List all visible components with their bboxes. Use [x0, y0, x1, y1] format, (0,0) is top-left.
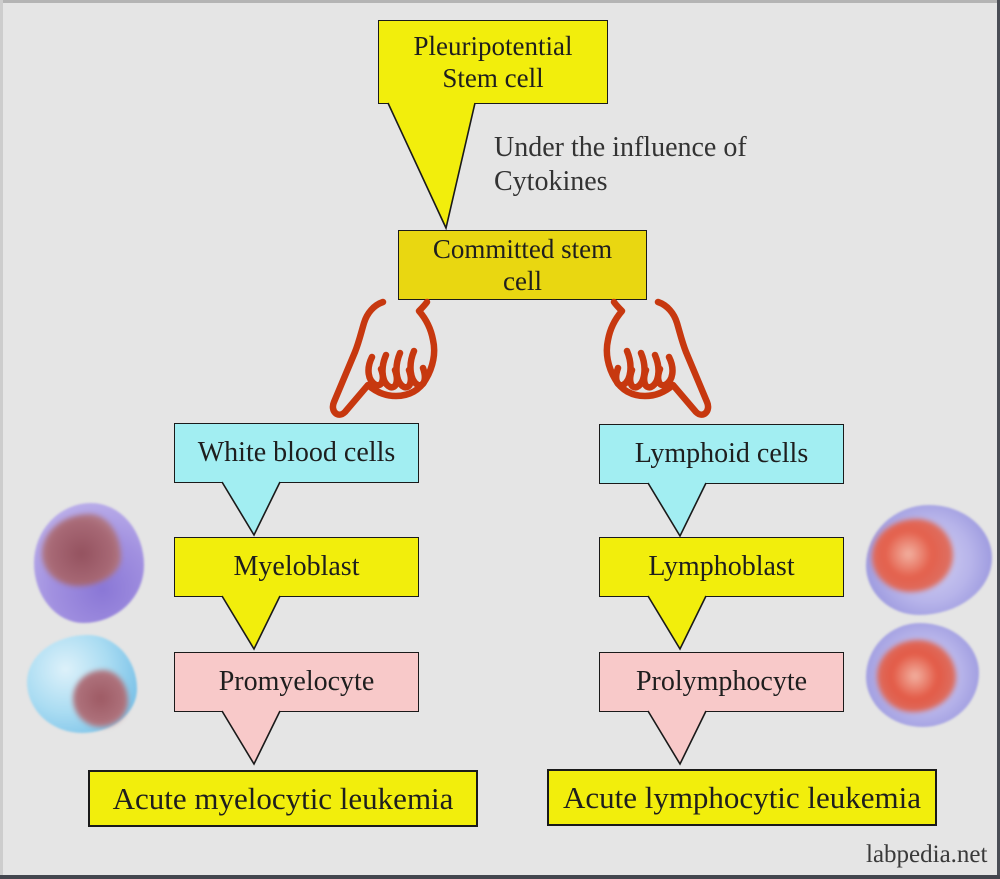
cell-nucleus [877, 639, 957, 713]
purple-myeloid-cell-illustration [34, 503, 144, 623]
pointing-hand-down-right-icon [603, 298, 712, 418]
frame-edge-right [997, 0, 1000, 879]
lavender-lymphoid-cell-illustration [866, 505, 992, 615]
root-callout-tail [387, 102, 476, 231]
lymphoblast-tail [647, 595, 707, 651]
lavender-prolymphocyte-cell-illustration [866, 623, 979, 727]
lymphoid-cells-box: Lymphoid cells [599, 424, 844, 484]
prolymphocyte-box: Prolymphocyte [599, 652, 844, 712]
lymphoid-cells-tail [647, 482, 707, 538]
myeloblast-box: Myeloblast [174, 537, 419, 597]
lymphoblast-box: Lymphoblast [599, 537, 844, 597]
promyelocyte-box: Promyelocyte [174, 652, 419, 712]
white-blood-cells-box: White blood cells [174, 423, 419, 483]
white-blood-cells-tail [221, 481, 281, 537]
frame-edge-top [0, 0, 1000, 3]
acute-lymphocytic-leukemia-box: Acute lymphocytic leukemia [547, 769, 937, 826]
pleuripotential-stem-cell-box: Pleuripotential Stem cell [378, 20, 608, 104]
cell-nucleus [872, 519, 953, 592]
myeloblast-tail [221, 595, 281, 651]
promyelocyte-tail [221, 710, 281, 766]
pointing-hand-down-left-icon [329, 298, 438, 418]
prolymphocyte-tail [647, 710, 707, 766]
cell-nucleus [73, 670, 129, 728]
cytokines-annotation: Under the influence of Cytokines [494, 132, 747, 198]
cell-nucleus [41, 513, 121, 586]
frame-edge-left [0, 0, 3, 879]
acute-myelocytic-leukemia-box: Acute myelocytic leukemia [88, 770, 478, 827]
frame-edge-bottom [0, 875, 1000, 879]
blue-promyelocyte-cell-illustration [27, 635, 137, 733]
watermark-text: labpedia.net [866, 841, 988, 868]
committed-stem-cell-box: Committed stem cell [398, 230, 647, 300]
